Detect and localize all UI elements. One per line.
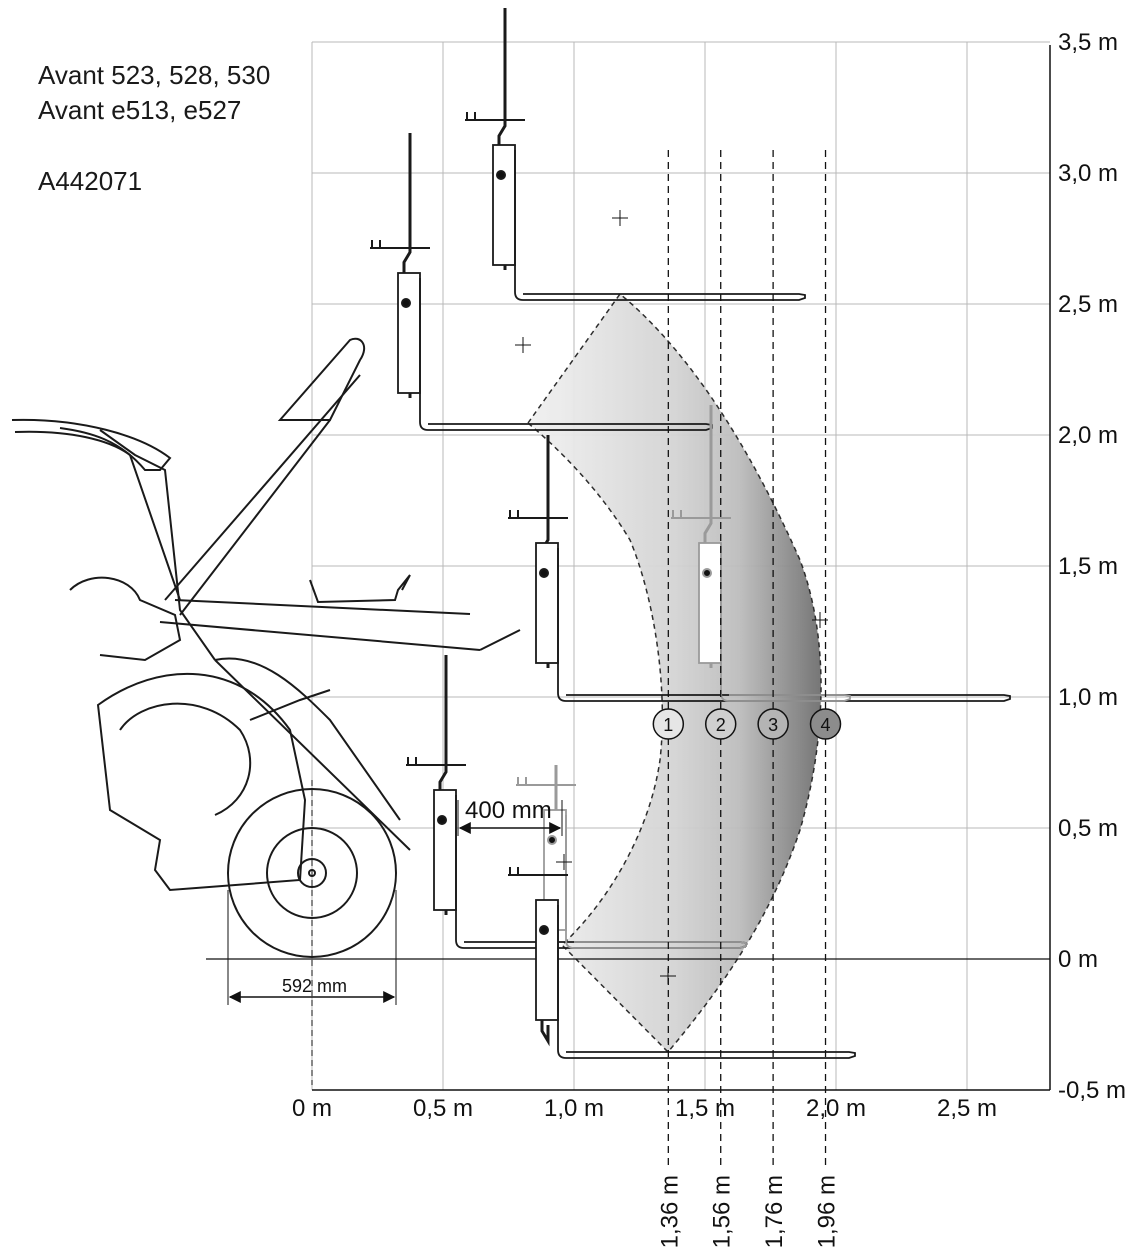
pin-icon bbox=[539, 568, 549, 578]
x-tick-label: 0,5 m bbox=[413, 1095, 473, 1122]
models-line-1: Avant 523, 528, 530 bbox=[38, 60, 271, 90]
carriage-frame bbox=[535, 542, 559, 664]
models-line-2: Avant e513, e527 bbox=[38, 95, 242, 125]
reach-marker-number: 3 bbox=[768, 715, 778, 735]
fork-offset-label: 400 mm bbox=[465, 797, 552, 824]
front-wheel bbox=[227, 788, 397, 958]
fork-tine bbox=[565, 815, 747, 949]
x-tick-label: 2,5 m bbox=[937, 1095, 997, 1122]
carriage-top-bracket bbox=[465, 112, 525, 121]
pin-icon bbox=[496, 170, 506, 180]
title-block: Avant 523, 528, 530 Avant e513, e527 A44… bbox=[38, 58, 270, 199]
reach-marker-number: 2 bbox=[716, 715, 726, 735]
fork-carriages bbox=[370, 8, 1011, 1059]
drawing-reference: A442071 bbox=[38, 166, 143, 196]
reach-label: 1,76 m bbox=[761, 1175, 788, 1248]
carriage-frame bbox=[397, 272, 421, 394]
carriage-top-bracket bbox=[671, 510, 731, 519]
pin-icon bbox=[437, 815, 447, 825]
reach-marker-number: 4 bbox=[821, 715, 831, 735]
y-tick-label: 2,0 m bbox=[1058, 422, 1118, 449]
reach-marker bbox=[809, 708, 842, 740]
pin-icon bbox=[702, 568, 712, 578]
carriage-top-bracket bbox=[516, 777, 576, 786]
carriage-frame bbox=[492, 144, 516, 266]
pin-icon bbox=[401, 298, 411, 308]
loader-body bbox=[11, 337, 521, 892]
reach-label: 1,96 m bbox=[814, 1175, 841, 1248]
y-tick-label: 1,0 m bbox=[1058, 684, 1118, 711]
y-tick-label: 1,5 m bbox=[1058, 553, 1118, 580]
fork-tine bbox=[557, 548, 1011, 702]
y-tick-label: 2,5 m bbox=[1058, 291, 1118, 318]
x-tick-label: 2,0 m bbox=[806, 1095, 866, 1122]
carriage-frame bbox=[433, 789, 457, 911]
carriage-top-bracket bbox=[406, 757, 466, 766]
x-tick-labels: 0 m 0,5 m 1,0 m 1,5 m 2,0 m 2,5 m bbox=[292, 1095, 997, 1122]
reach-marker bbox=[704, 708, 737, 740]
reach-marker bbox=[652, 708, 685, 740]
x-tick-label: 0 m bbox=[292, 1095, 332, 1122]
pin-icon bbox=[539, 925, 549, 935]
reach-lines: 1 1,36 m 2 1,56 m 3 1,76 m 4 1,96 m bbox=[652, 150, 842, 1248]
fork-carriage bbox=[508, 867, 856, 1059]
pin-icon bbox=[547, 835, 557, 845]
y-tick-label: 3,0 m bbox=[1058, 160, 1118, 187]
reach-envelope bbox=[526, 292, 822, 1054]
carriage-top-bracket bbox=[508, 510, 568, 519]
x-tick-label: 1,5 m bbox=[675, 1095, 735, 1122]
carriage-frame bbox=[698, 542, 722, 664]
carriage-frame bbox=[535, 899, 559, 1021]
y-tick-label: 0,5 m bbox=[1058, 815, 1118, 842]
wheel-offset-label: 592 mm bbox=[282, 976, 347, 996]
y-tick-label: 3,5 m bbox=[1058, 29, 1118, 56]
reach-label: 1,36 m bbox=[656, 1175, 683, 1248]
fork-tine bbox=[514, 150, 806, 301]
carriage-top-bracket bbox=[370, 240, 430, 249]
reach-label: 1,56 m bbox=[709, 1175, 736, 1248]
fork-carriage bbox=[465, 8, 806, 301]
x-tick-label: 1,0 m bbox=[544, 1095, 604, 1122]
reach-marker bbox=[757, 708, 789, 740]
fork-tine bbox=[557, 905, 856, 1059]
fork-carriage bbox=[671, 405, 851, 702]
y-tick-labels: 3,5 m 3,0 m 2,5 m 2,0 m 1,5 m 1,0 m 0,5 m 0 m -0… bbox=[1058, 29, 1126, 1104]
y-tick-label: 0 m bbox=[1058, 946, 1098, 973]
fork-carriage bbox=[508, 435, 1011, 702]
carriage-top-bracket bbox=[508, 867, 568, 876]
reach-marker-number: 1 bbox=[663, 715, 673, 735]
y-tick-label: -0,5 m bbox=[1058, 1077, 1126, 1104]
